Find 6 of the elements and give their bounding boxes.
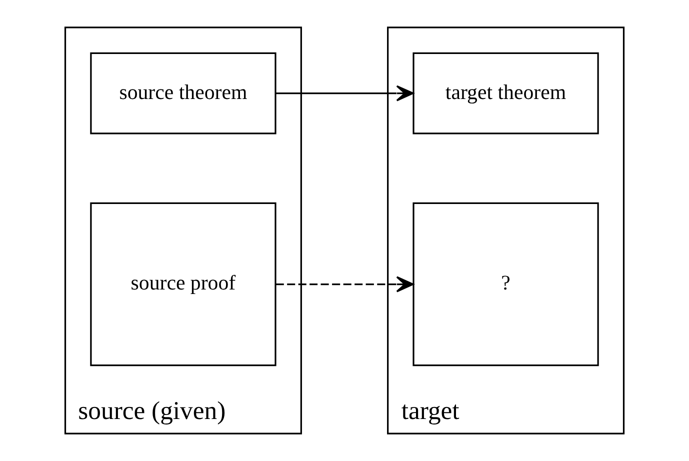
arrow <box>276 276 414 292</box>
node-box: ? <box>412 202 599 366</box>
arrow <box>276 85 414 102</box>
node-box: target theorem <box>412 52 599 134</box>
node-box: source proof <box>90 202 276 366</box>
node-box: source theorem <box>90 52 276 134</box>
